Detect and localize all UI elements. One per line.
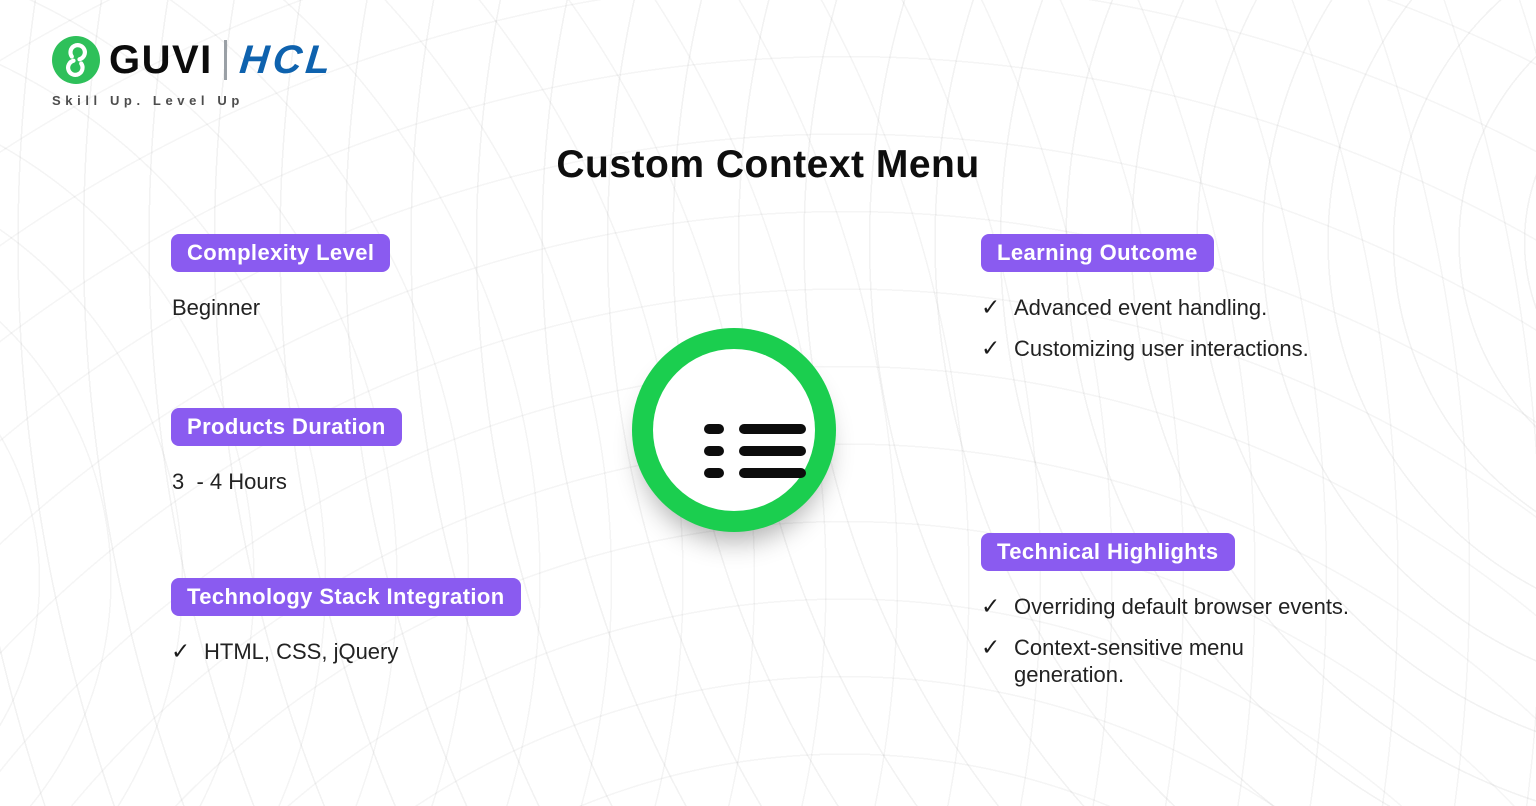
- item-list: 3 - 4 Hours: [171, 468, 402, 495]
- brand-logo-row: GUVI HCL: [52, 36, 337, 84]
- section-learning-outcome: Learning Outcome ✓ Advanced event handling…: [981, 234, 1309, 376]
- logo-divider: [223, 40, 227, 80]
- badge-products-duration: Products Duration: [171, 408, 402, 446]
- list-item: ✓ HTML, CSS, jQuery: [171, 638, 521, 665]
- section-technical-highlights: Technical Highlights ✓ Overriding default …: [981, 533, 1349, 702]
- item-text: 3 - 4 Hours: [172, 469, 287, 494]
- center-emblem-disc: [653, 349, 815, 511]
- item-text: Advanced event handling.: [1014, 295, 1268, 320]
- hcl-wordmark: HCL: [237, 37, 337, 82]
- item-list: ✓ HTML, CSS, jQuery: [171, 638, 521, 665]
- guvi-logo-icon: [52, 36, 100, 84]
- item-text: Overriding default browser events.: [1014, 594, 1350, 619]
- list-item: 3 - 4 Hours: [171, 468, 402, 495]
- guvi-wordmark: GUVI: [109, 37, 213, 82]
- checkmark-icon: ✓: [981, 294, 1001, 320]
- list-item: Beginner: [171, 294, 390, 321]
- section-products-duration: Products Duration 3 - 4 Hours: [171, 408, 402, 509]
- list-item: ✓ Context-sensitive menu generation.: [981, 634, 1349, 688]
- list-item: ✓ Customizing user interactions.: [981, 335, 1309, 362]
- item-text: Context-sensitive menu generation.: [1014, 635, 1244, 687]
- badge-technology-stack-integration: Technology Stack Integration: [171, 578, 521, 616]
- item-text: Customizing user interactions.: [1014, 336, 1309, 361]
- checkmark-icon: ✓: [981, 335, 1001, 361]
- badge-complexity-level: Complexity Level: [171, 234, 391, 272]
- badge-technical-highlights: Technical Highlights: [981, 533, 1235, 571]
- list-item: ✓ Advanced event handling.: [981, 294, 1309, 321]
- page-title: Custom Context Menu: [556, 143, 980, 186]
- brand-tagline: Skill Up. Level Up: [52, 93, 244, 108]
- context-menu-list-icon: [704, 424, 806, 478]
- checkmark-icon: ✓: [981, 593, 1001, 619]
- list-item: ✓ Overriding default browser events.: [981, 593, 1349, 620]
- guvi-g-glyph: [66, 43, 87, 77]
- item-text: Beginner: [172, 295, 261, 320]
- badge-learning-outcome: Learning Outcome: [981, 234, 1214, 272]
- item-list: ✓ Advanced event handling. ✓ Customizing us…: [981, 294, 1309, 362]
- brand-logo: GUVI HCL Skill Up. Level Up: [52, 36, 337, 108]
- checkmark-icon: ✓: [981, 634, 1001, 660]
- section-technology-stack: Technology Stack Integration ✓ HTML, CSS, …: [171, 578, 521, 679]
- center-emblem-ring: [632, 328, 836, 532]
- item-text: HTML, CSS, jQuery: [204, 639, 399, 664]
- item-list: ✓ Overriding default browser events. ✓ Cont…: [981, 593, 1349, 688]
- checkmark-icon: ✓: [171, 638, 191, 664]
- item-list: Beginner: [171, 294, 390, 321]
